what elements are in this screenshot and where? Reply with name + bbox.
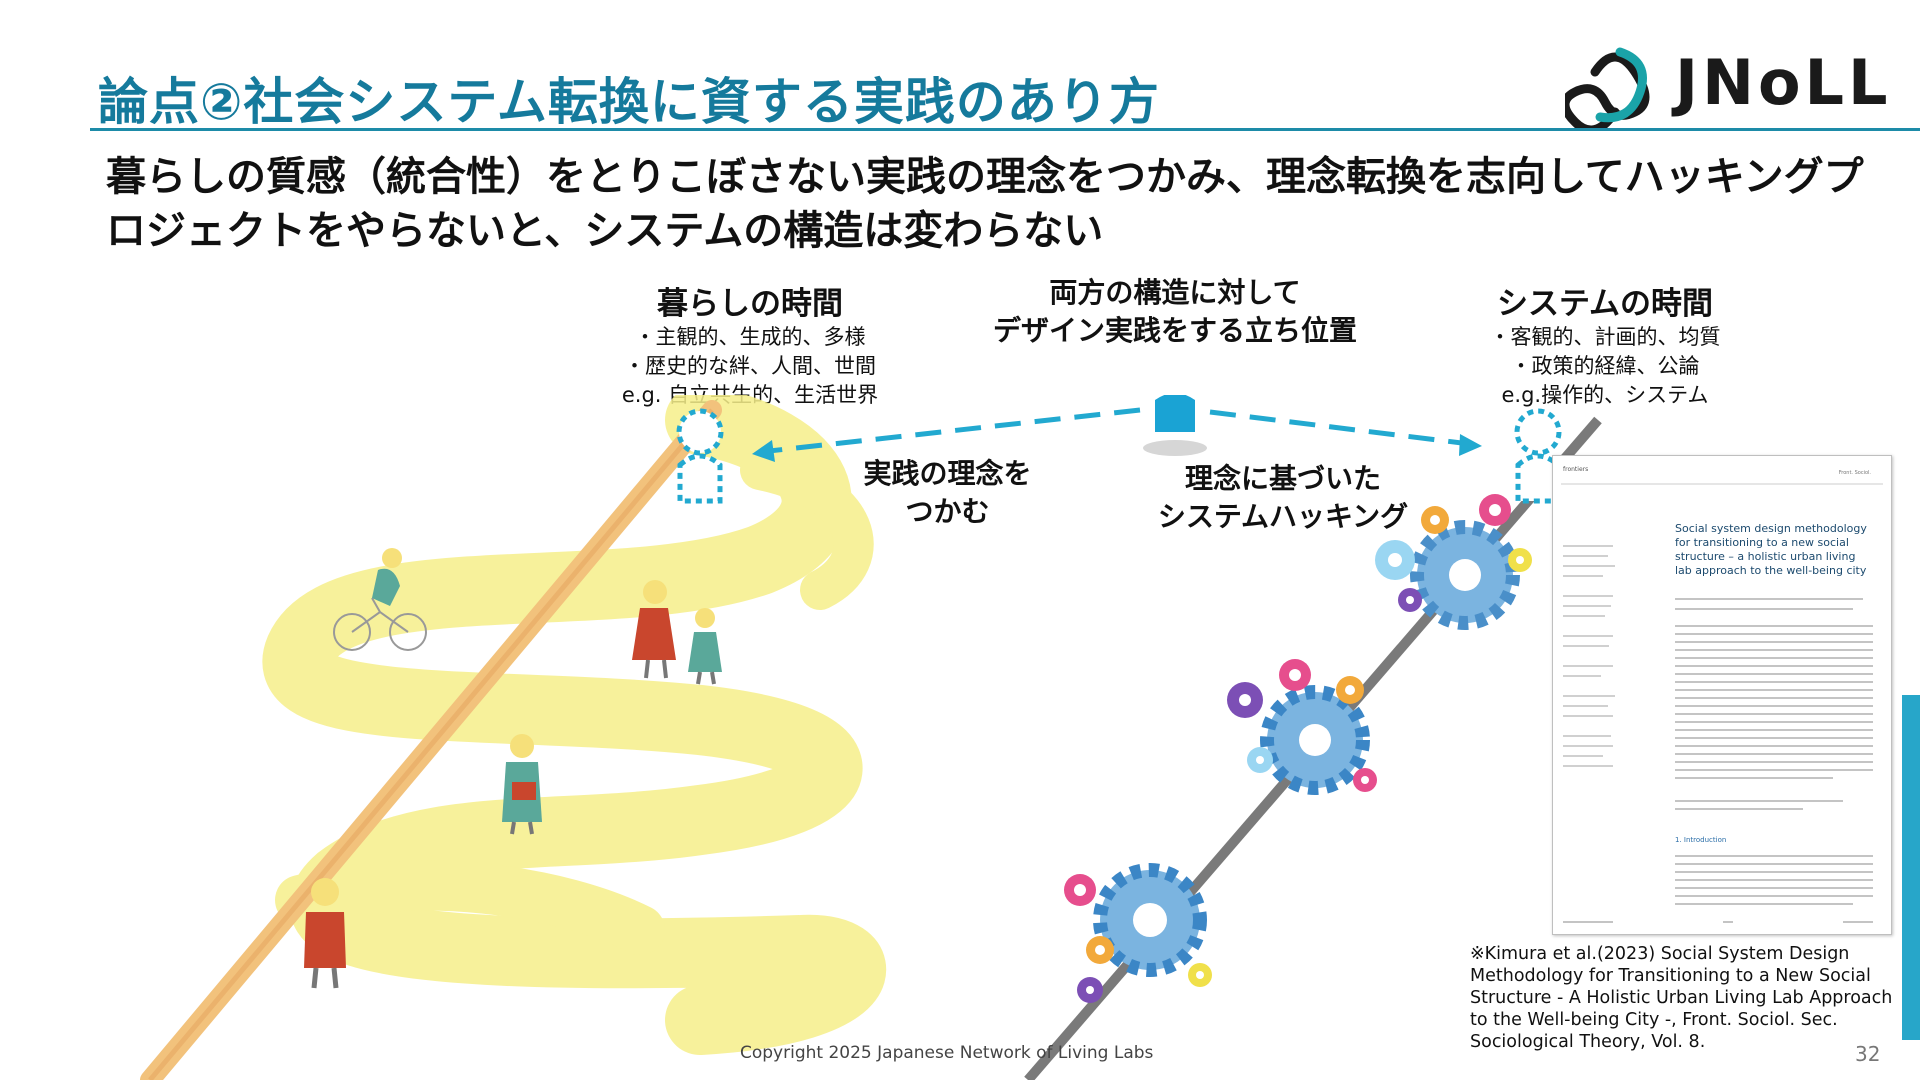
gear-icon <box>1508 548 1532 572</box>
dashed-person-icon <box>1514 408 1562 504</box>
gear-icon <box>1086 936 1114 964</box>
paper-text-lines <box>1561 483 1883 923</box>
walker-icon <box>688 608 722 685</box>
walker-icon <box>502 734 542 835</box>
daily-life-heading: 暮らしの時間 <box>657 286 843 322</box>
gear-icon <box>1064 874 1096 906</box>
grasp-label-line-1: 実践の理念を <box>863 457 1032 490</box>
paper-section-heading: 1. Introduction <box>1675 836 1727 844</box>
arrow-left-head <box>752 440 775 462</box>
gear-icon <box>1227 682 1263 718</box>
gear-icon <box>1375 540 1415 580</box>
gear-icon <box>1247 747 1273 773</box>
hacking-label-line-1: 理念に基づいた <box>1184 462 1381 495</box>
subtitle: 暮らしの質感（統合性）をとりこぼさない実践の理念をつかみ、理念転換を志向してハッ… <box>106 154 1864 254</box>
hacking-label-line-2: システムハッキング <box>1157 500 1409 533</box>
logo-text: JNoLL <box>1675 46 1892 119</box>
gear-icon <box>1421 506 1449 534</box>
cyclist-icon <box>333 548 427 651</box>
paper-journal-name: frontiers <box>1563 466 1589 473</box>
winding-road <box>262 395 887 1055</box>
system-time-line: ・客観的、計画的、均質 <box>1489 325 1721 349</box>
design-stance-line-2: デザイン実践をする立ち位置 <box>992 314 1357 347</box>
paper-header-meta: Front. Sociol. <box>1838 470 1871 476</box>
page-number: 32 <box>1855 1042 1881 1066</box>
paper-thumbnail: frontiers Front. Sociol. Social system d… <box>1552 455 1892 935</box>
daily-life-line: ・主観的、生成的、多様 <box>634 325 866 349</box>
person-icon <box>1143 395 1207 456</box>
concept-diagram <box>140 395 1602 1080</box>
jnoll-logo: JNoLL <box>1560 42 1915 135</box>
system-time-block: システムの時間 ・客観的、計画的、均質 ・政策的経緯、公論 e.g.操作的、シス… <box>1445 278 1765 410</box>
logo-knot-icon <box>1560 47 1650 135</box>
arrow-right-head <box>1459 434 1482 456</box>
grasp-practice-idea-label: 実践の理念を つかむ <box>830 455 1065 531</box>
design-stance-line-1: 両方の構造に対して <box>1049 276 1301 309</box>
gear-icon <box>1398 588 1422 612</box>
side-accent-bar <box>1902 695 1920 1040</box>
gear-icon <box>1077 977 1103 1003</box>
system-hacking-label: 理念に基づいた システムハッキング <box>1148 460 1418 536</box>
dashed-person-icon <box>676 408 724 504</box>
design-stance-block: 両方の構造に対して デザイン実践をする立ち位置 <box>975 274 1375 350</box>
gear-icon <box>1410 520 1520 630</box>
design-stance-heading: 両方の構造に対して デザイン実践をする立ち位置 <box>975 274 1375 350</box>
gear-icon <box>1260 685 1370 795</box>
citation-note: ※Kimura et al.(2023) Social System Desig… <box>1470 944 1893 1052</box>
system-time-line: e.g.操作的、システム <box>1501 383 1709 407</box>
gear-icon <box>1479 494 1511 526</box>
daily-life-time-block: 暮らしの時間 ・主観的、生成的、多様 ・歴史的な絆、人間、世間 e.g. 自立共… <box>590 278 910 410</box>
gear-icon <box>1093 863 1207 977</box>
walker-icon <box>632 580 676 679</box>
gear-icon <box>1353 768 1377 792</box>
grasp-label-line-2: つかむ <box>905 495 990 528</box>
gear-cluster <box>1064 494 1532 1003</box>
copyright-footer: Copyright 2025 Japanese Network of Livin… <box>740 1043 1154 1063</box>
paper-title: Social system design methodology for tra… <box>1675 522 1867 577</box>
daily-life-line: ・歴史的な絆、人間、世間 <box>624 354 876 378</box>
system-time-heading: システムの時間 <box>1496 286 1714 322</box>
gear-icon <box>1279 659 1311 691</box>
system-time-line: ・政策的経緯、公論 <box>1510 354 1700 378</box>
page-title: 論点②社会システム転換に資する実践のあり方 <box>98 73 1160 131</box>
gear-icon <box>1188 963 1212 987</box>
dashed-arrows <box>759 407 1471 455</box>
walker-icon <box>304 878 346 989</box>
gear-icon <box>1336 676 1364 704</box>
title-divider <box>90 128 1920 131</box>
